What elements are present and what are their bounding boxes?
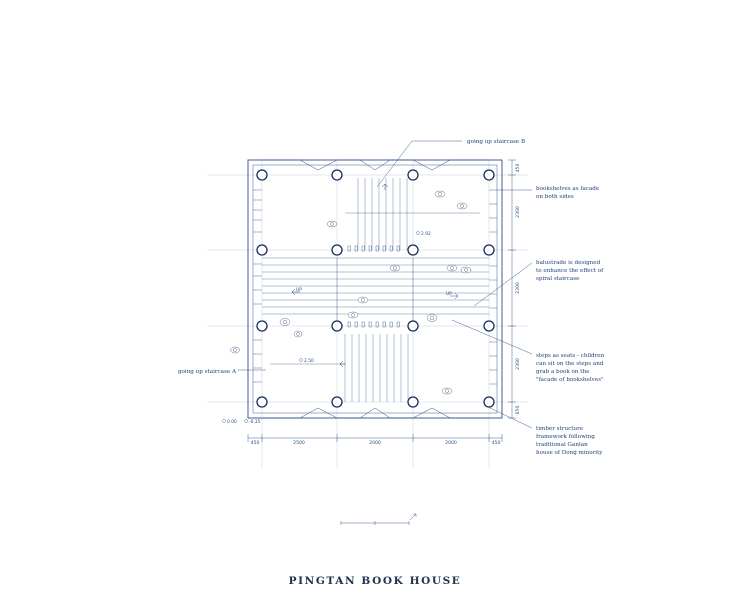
column (407, 396, 419, 408)
up-marker-2: UP (446, 291, 452, 297)
annotation-balustrade-2: to enhance the effect of (536, 268, 604, 274)
column (407, 244, 419, 256)
dimension-bottom-2: 2500 (293, 440, 305, 446)
annotation-balustrade-3: spiral staircase (536, 276, 580, 282)
column (256, 244, 268, 256)
column (331, 169, 343, 181)
dimension-right-1: 450 (515, 164, 521, 173)
stair-arrows (291, 183, 459, 368)
person-figure (347, 311, 359, 319)
column (256, 396, 268, 408)
column (331, 244, 343, 256)
leader-lines (238, 140, 533, 429)
annotation-staircase-b: going up staircase B (467, 139, 525, 145)
annotation-staircase-a: going up staircase A (178, 369, 237, 375)
annotation-bookshelves-2: on both sides (536, 194, 574, 200)
annotation-bookshelves-1: bookshelves as facade (536, 186, 600, 192)
column (256, 320, 268, 332)
level-ground: 0.00 (227, 419, 237, 425)
bookshelf-facade (253, 189, 497, 385)
person-figure (434, 190, 446, 198)
staircase-b (345, 178, 480, 250)
annotation-timber-2: framework following (536, 434, 595, 440)
dimension-bottom-4: 2000 (445, 440, 457, 446)
balustrade (347, 245, 400, 328)
person-figure (230, 346, 240, 354)
column (331, 396, 343, 408)
person-figure (456, 202, 468, 210)
person-figure (293, 330, 303, 338)
level-markers (222, 231, 420, 423)
annotation-timber-4: house of Dong minority (536, 450, 603, 456)
north-arrow-icon (409, 513, 417, 521)
dimension-bottom-1: 450 (251, 440, 260, 446)
dimension-bottom-3: 2000 (369, 440, 381, 446)
person-figure (460, 266, 472, 274)
column (256, 169, 268, 181)
dimension-right-5: 650 (515, 406, 521, 415)
dimension-right-3: 2300 (515, 282, 521, 294)
page-title: PINGTAN BOOK HOUSE (288, 575, 462, 587)
annotation-steps-1: steps as seats - children (536, 353, 605, 359)
annotation-timber-3: traditional Ganlan (536, 442, 588, 448)
person-figure (279, 318, 291, 326)
column (483, 169, 495, 181)
column (407, 320, 419, 332)
person-figure (426, 314, 438, 322)
people-figures (230, 190, 472, 395)
scale-bar (340, 521, 410, 525)
columns (256, 169, 495, 408)
level-lower: 2.50 (304, 358, 314, 364)
level-upper: 2.92 (421, 231, 431, 237)
dimension-right-4: 2300 (515, 358, 521, 370)
annotation-balustrade-1: balustrade is designed (536, 260, 601, 266)
person-figure (326, 220, 338, 228)
annotation-timber-1: timber structure (536, 426, 584, 432)
dimension-right-2: 2300 (515, 206, 521, 218)
column (483, 396, 495, 408)
dimension-lines (247, 159, 516, 442)
building-outline (247, 159, 503, 419)
staircase-middle (262, 257, 489, 326)
person-figure (446, 264, 458, 272)
annotation-steps-2: can sit on the steps and (536, 361, 604, 367)
person-figure (441, 387, 453, 395)
annotation-steps-4: "facade of bookshelves" (536, 377, 604, 383)
up-marker: UP (296, 287, 302, 293)
person-figure (389, 264, 401, 272)
person-figure (357, 296, 369, 304)
annotation-steps-3: grab a book on the (536, 369, 590, 375)
column (331, 320, 343, 332)
column (483, 320, 495, 332)
dimension-bottom-5: 450 (492, 440, 501, 446)
column (483, 244, 495, 256)
staircase-a (270, 334, 409, 402)
level-ground-2: -0.35 (249, 419, 261, 425)
column (407, 169, 419, 181)
